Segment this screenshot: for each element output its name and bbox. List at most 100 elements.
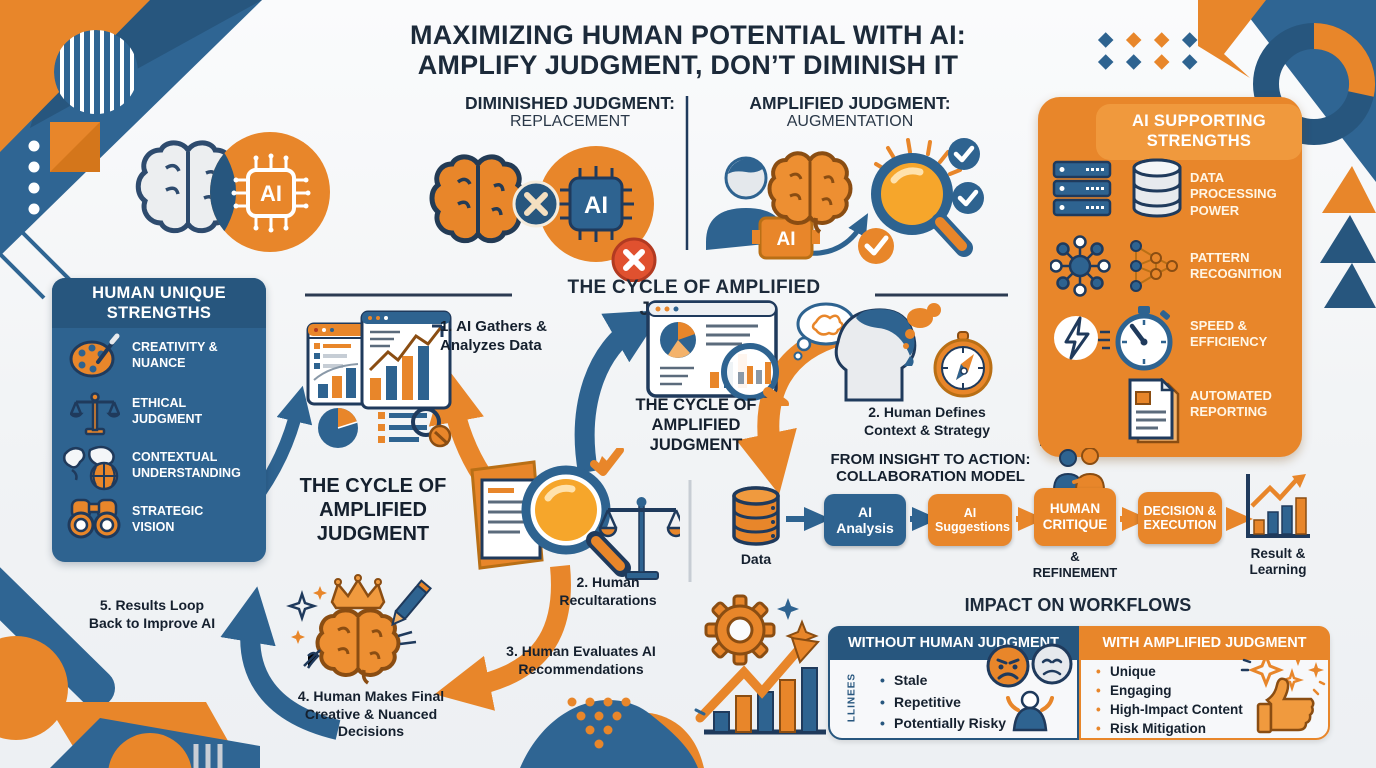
server-icon (1052, 160, 1112, 217)
cycle-step4-label: 4. Human Makes Final Creative & Nuanced … (297, 688, 445, 739)
compass-icon (930, 330, 996, 405)
x-badge-icon (611, 237, 657, 283)
brain-ai-logo: AI (118, 128, 330, 264)
thumbs-up-icon (1256, 677, 1315, 734)
cycle-step5-label: 5. Results Loop Back to Improve AI (88, 597, 216, 631)
scales-icon (68, 388, 122, 441)
human-critique-box: HUMAN CRITIQUE (1034, 488, 1116, 546)
ai-strengths-title-line1: AI SUPPORTING (1131, 112, 1267, 130)
result-chart-icon (1240, 472, 1314, 549)
collaboration-heading: FROM INSIGHT TO ACTION: COLLABORATION MO… (830, 451, 1031, 485)
page-title-line1: MAXIMIZING HUMAN POTENTIAL WITH AI: (410, 20, 966, 50)
amplified-judgment-heading: AMPLIFIED JUDGMENT: AUGMENTATION (705, 93, 995, 131)
check-badge-icon (952, 182, 984, 214)
impact-table: WITHOUT HUMAN JUDGMENT WITH AMPLIFIED JU… (828, 626, 1330, 740)
accent-lines (303, 630, 417, 669)
database-icon (728, 486, 784, 553)
ribbon-shape (1198, 0, 1266, 78)
x-badge-icon (512, 180, 560, 228)
result-label: Result & Learning (1249, 546, 1307, 578)
list-icon (378, 412, 427, 443)
diminished-illustration: AI (428, 142, 668, 283)
ai-strengths-item-label: PATTERN RECOGNITION (1190, 250, 1282, 282)
dot-pattern (567, 697, 631, 749)
amplified-illustration: AI (698, 132, 988, 272)
pencil-icon (391, 579, 433, 627)
server-database-icon (1052, 158, 1182, 229)
dashboard-icon (646, 298, 792, 409)
decision-execution-box: DECISION & EXECUTION (1138, 492, 1222, 544)
human-strengths-header: HUMAN UNIQUE STRENGTHS (52, 278, 266, 328)
human-strengths-item-label: ETHICAL JUDGMENT (132, 396, 203, 426)
list-item: Risk Mitigation (1096, 719, 1243, 738)
check-badge-icon (948, 138, 980, 170)
striped-circle (54, 30, 138, 114)
amplified-subtitle: AUGMENTATION (786, 113, 914, 131)
data-label: Data (740, 551, 772, 567)
cycle-arrow-4-5 (220, 586, 341, 740)
brain-icon (315, 608, 401, 685)
scales-icon (598, 497, 686, 580)
ai-chip-icon: AI (752, 216, 820, 260)
creative-brain-icon (280, 574, 440, 689)
ai-strengths-item-label: AUTOMATED REPORTING (1190, 388, 1272, 420)
pie-chart-icon (318, 408, 358, 448)
human-strengths-item-label: CREATIVITY & NUANCE (132, 340, 218, 370)
page-title-line2: AMPLIFY JUDGMENT, DON’T DIMINISH IT (417, 50, 959, 81)
person-icon (1006, 690, 1054, 732)
impact-title: IMPACT ON WORKFLOWS (964, 595, 1192, 615)
sparkles-thumbs-up-icon (1236, 638, 1326, 743)
human-strengths-title-line1: HUMAN UNIQUE (92, 284, 226, 302)
head-profile-icon (834, 308, 917, 402)
review-documents-icon (460, 446, 686, 588)
browser-window-icon (360, 310, 452, 410)
binoculars-icon (66, 496, 122, 545)
pie-chart-icon (660, 321, 696, 358)
database-icon (1132, 158, 1182, 218)
check-badge-icon (858, 228, 894, 264)
amplified-title: AMPLIFIED JUDGMENT: (749, 93, 951, 113)
cycle-step2b-label: 2. Human Recultarations (559, 574, 657, 608)
cycle-step1-label: 1. AI Gathers & Analyzes Data (440, 318, 547, 354)
ai-strengths-item-label: DATA PROCESSING POWER (1190, 170, 1277, 218)
magnifier-icon (411, 407, 452, 448)
sparkle-icon (286, 586, 327, 644)
network-icon (1049, 234, 1178, 303)
cycle-center-label: THE CYCLE OF AMPLIFIED JUDGMENT (635, 396, 757, 454)
thought-dots-icon (903, 303, 941, 349)
magnifier-icon (521, 465, 631, 577)
report-icon (1124, 376, 1184, 453)
with-header: WITH AMPLIFIED JUDGMENT (1079, 626, 1330, 660)
ai-chip-icon: AI (231, 153, 311, 233)
list-item: Engaging (1096, 681, 1243, 700)
thinking-head-icon (792, 296, 952, 406)
ai-strengths-item-label: SPEED & EFFICIENCY (1190, 318, 1268, 350)
sad-faces-icon (984, 640, 1076, 741)
gear-icon (702, 592, 822, 673)
without-header: WITHOUT HUMAN JUDGMENT (828, 626, 1079, 660)
bolt-stopwatch-icon (1052, 304, 1180, 377)
ai-chip-label: AI (260, 181, 282, 206)
list-item: Repetitive (880, 692, 1006, 714)
magnifier-icon (871, 138, 973, 257)
with-bullets: Unique Engaging High-Impact Content Risk… (1096, 662, 1243, 739)
human-strengths-item-label: STRATEGIC VISION (132, 504, 204, 534)
refinement-label: & REFINEMENT (1032, 549, 1118, 581)
stopwatch-icon (1115, 306, 1173, 371)
page-title: MAXIMIZING HUMAN POTENTIAL WITH AI: AMPL… (338, 20, 1038, 80)
human-strengths-item-label: CONTEXTUAL UNDERSTANDING (132, 450, 241, 480)
brain-icon (767, 151, 853, 234)
diamond-dots-grid (1097, 32, 1198, 70)
palette-icon (68, 332, 120, 385)
sparkle-icon (777, 598, 799, 620)
without-bullets: Stale Repetitive Potentially Risky (880, 670, 1006, 735)
lightning-icon (1054, 316, 1098, 360)
diminished-judgment-heading: DIMINISHED JUDGMENT: REPLACEMENT (420, 93, 720, 131)
ai-strengths-header: AI SUPPORTING STRENGTHS (1096, 104, 1302, 160)
cycle-step2-label: 2. Human Defines Context & Strategy (863, 404, 991, 438)
magnifier-icon (721, 343, 789, 409)
growth-chart-icon (694, 630, 834, 747)
human-strengths-title-line2: STRENGTHS (106, 303, 212, 322)
cycle-arrow-1-2 (574, 309, 664, 474)
